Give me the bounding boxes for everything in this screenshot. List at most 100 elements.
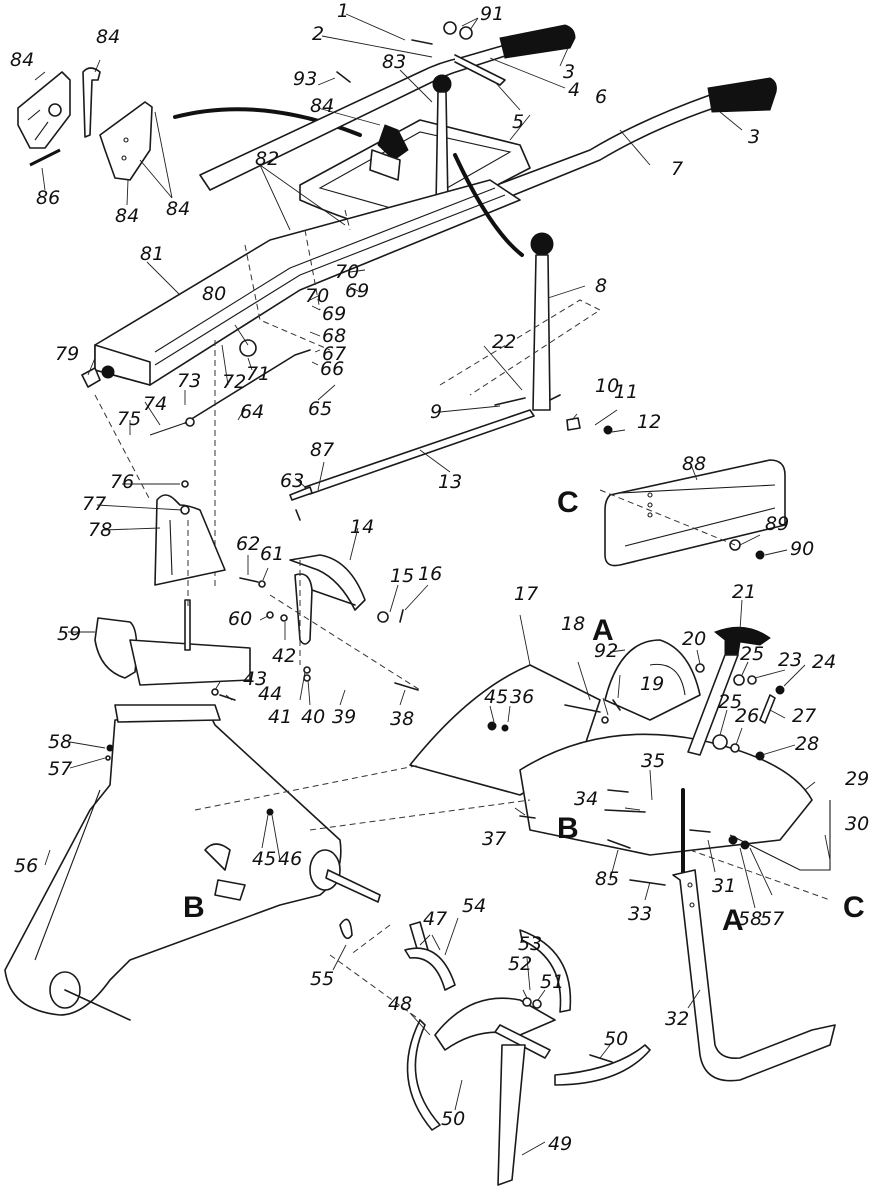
- callout-84: 84: [96, 26, 120, 48]
- callout-85: 85: [595, 868, 619, 890]
- callout-40: 40: [301, 706, 325, 728]
- shift-fork-bracket: [289, 554, 366, 645]
- reference-letter-c: C: [557, 486, 579, 519]
- callout-67: 67: [322, 343, 346, 365]
- callout-65: 65: [308, 398, 332, 420]
- shift-rod: [304, 409, 535, 495]
- callout-31: 31: [712, 875, 736, 897]
- callout-labels: 1 2 3 3 4 5 6 7 8 9 10 11 12 13 14 15 16…: [10, 0, 869, 1155]
- callout-8: 8: [595, 275, 607, 297]
- bolt-38: [394, 682, 419, 691]
- callout-41: 41: [268, 706, 292, 728]
- callout-39: 39: [332, 706, 356, 728]
- callout-84: 84: [310, 95, 334, 117]
- callout-11: 11: [614, 381, 638, 403]
- callout-23: 23: [778, 649, 802, 671]
- callout-76: 76: [110, 471, 134, 493]
- shift-lever-top: [432, 74, 452, 206]
- callout-14: 14: [350, 516, 374, 538]
- tine-blade-right: [554, 1044, 651, 1086]
- plate-washer-nut: [729, 539, 765, 560]
- callout-74: 74: [143, 393, 167, 415]
- spring-75: [149, 422, 186, 436]
- throttle-assembly-mounted: [369, 124, 409, 181]
- rod-end: [289, 486, 313, 521]
- callout-35: 35: [641, 750, 665, 772]
- shift-rod-linkage: [184, 349, 311, 427]
- reference-letters: A A B B C C: [183, 486, 865, 937]
- hairpin-clip: [339, 918, 353, 940]
- callout-64: 64: [240, 401, 264, 423]
- callout-36: 36: [510, 686, 534, 708]
- callout-55: 55: [310, 968, 334, 990]
- throttle-control-housing: [17, 71, 71, 149]
- throttle-lever: [82, 67, 101, 138]
- callout-20: 20: [682, 628, 706, 650]
- callout-63: 63: [280, 470, 304, 492]
- callout-53: 53: [518, 933, 542, 955]
- callout-47: 47: [423, 908, 447, 930]
- shift-pivot-hardware: [494, 394, 613, 435]
- callout-49: 49: [548, 1133, 572, 1155]
- callout-69: 69: [322, 303, 346, 325]
- callout-57: 57: [760, 908, 784, 930]
- callout-34: 34: [574, 788, 598, 810]
- callout-29: 29: [845, 768, 869, 790]
- reference-letter-a: A: [722, 904, 744, 937]
- callout-15: 15: [390, 565, 414, 587]
- callout-43: 43: [243, 668, 267, 690]
- reference-letter-b: B: [557, 812, 579, 845]
- callout-48: 48: [388, 993, 412, 1015]
- depth-stake: [672, 869, 836, 1082]
- callout-33: 33: [628, 903, 652, 925]
- callout-18: 18: [561, 613, 585, 635]
- callout-61: 61: [260, 543, 284, 565]
- hitch-hardware: [180, 480, 190, 515]
- callout-3: 3: [563, 61, 575, 83]
- tension-spring: [759, 694, 776, 724]
- tine-hub: [434, 997, 556, 1059]
- callout-57: 57: [48, 758, 72, 780]
- callout-25: 25: [740, 643, 764, 665]
- handlebar-grip-left: [499, 24, 576, 59]
- callout-79: 79: [55, 343, 79, 365]
- callout-21: 21: [732, 581, 756, 603]
- callout-38: 38: [390, 708, 414, 730]
- callout-27: 27: [792, 705, 816, 727]
- callout-80: 80: [202, 283, 226, 305]
- throttle-cable: [29, 148, 61, 167]
- callout-77: 77: [82, 493, 106, 515]
- callout-50: 50: [441, 1108, 465, 1130]
- callout-92: 92: [594, 640, 618, 662]
- callout-24: 24: [812, 651, 836, 673]
- callout-46: 46: [278, 848, 302, 870]
- frame-plug: [81, 365, 115, 388]
- nuts-60-42: [266, 611, 288, 622]
- shift-lever: [530, 232, 554, 411]
- callout-58: 58: [48, 731, 72, 753]
- tine-blade-54: [404, 947, 456, 991]
- callout-71: 71: [246, 363, 270, 385]
- callout-3: 3: [748, 126, 760, 148]
- callout-84: 84: [166, 198, 190, 220]
- callout-22: 22: [492, 331, 516, 353]
- throttle-mount-bracket: [99, 101, 153, 181]
- callout-89: 89: [765, 513, 789, 535]
- housing-nuts: [105, 744, 274, 816]
- depth-lever-handle: [687, 626, 771, 756]
- foot-rest-plate: [94, 599, 251, 686]
- callout-32: 32: [665, 1008, 689, 1030]
- callout-13: 13: [438, 471, 462, 493]
- main-frame-tube: [94, 179, 521, 386]
- fork-washer-pin: [377, 609, 404, 623]
- callout-66: 66: [320, 358, 344, 380]
- callout-17: 17: [514, 583, 538, 605]
- callout-87: 87: [310, 439, 334, 461]
- assembly-arrow-shift: [453, 153, 524, 257]
- callout-30: 30: [845, 813, 869, 835]
- axle-shaft: [64, 869, 381, 1021]
- callout-83: 83: [382, 51, 406, 73]
- callout-73: 73: [177, 370, 201, 392]
- callout-86: 86: [36, 187, 60, 209]
- bolts-62-61: [239, 577, 266, 588]
